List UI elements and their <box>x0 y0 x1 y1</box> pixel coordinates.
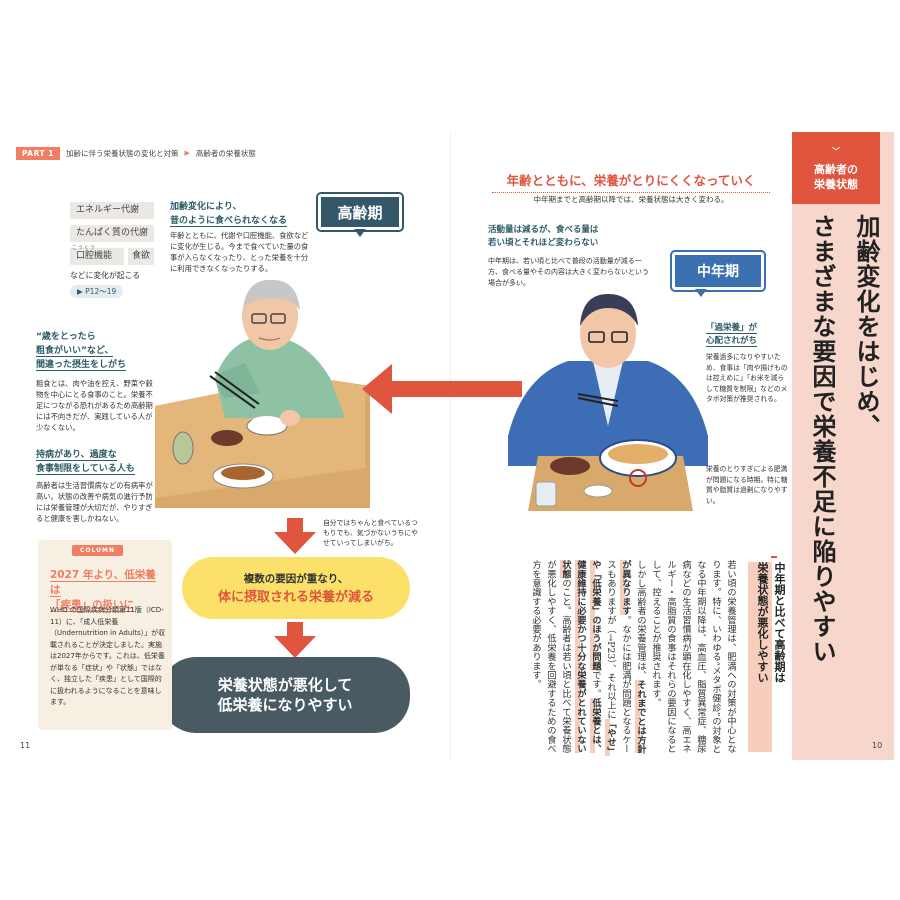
aging-heading-line2: 昔のように食べられなくなる <box>170 216 288 227</box>
tag-protein: たんぱく質の代謝 <box>70 225 154 242</box>
main-heading-line2: さまざまな要因で栄養不足に陥りやすい <box>808 214 836 664</box>
overeating-heading-line1: 「過栄養」が <box>706 323 758 334</box>
chronic-disease-heading: 持病があり、過度な 食事制限をしている人も <box>36 448 135 476</box>
coarse-diet-heading-line1: “歳をとったら <box>36 332 96 342</box>
chronic-disease-text: 高齢者は生活習慣病などの有病率が高い。状態の改善や病気の進行予防には栄養管理が大… <box>36 481 153 523</box>
column-box <box>38 540 172 730</box>
main-heading: 加齢変化をはじめ、 さまざまな要因で栄養不足に陥りやすい <box>798 214 888 694</box>
column-badge: COLUMN <box>72 545 123 556</box>
body-p2-e: です。 <box>590 670 601 699</box>
oral-ruby: こうくう <box>72 245 96 251</box>
tags-caption: などに変化が起こる <box>70 271 141 280</box>
right-page-title: 年齢とともに、栄養がとりにくくなっていく <box>492 170 770 193</box>
aging-heading: 加齢変化により、 昔のように食べられなくなる <box>170 200 288 228</box>
page-reference[interactable]: ▶ P12〜19 <box>70 285 124 298</box>
column-title-line2: 「疾患」の扱いに <box>50 599 134 612</box>
page-gutter <box>450 132 451 760</box>
overeating-heading-line2: 心配されがち <box>706 336 758 347</box>
side-band <box>792 132 894 760</box>
coarse-diet-heading: “歳をとったら 粗食がいい”など、 間違った摂生をしがち <box>36 330 127 372</box>
weight-loss-note: 自分ではちゃんと食べているつもりでも、気づかないうちにやせていってしまいがち。 <box>323 519 418 547</box>
breadcrumb-section: 加齢に伴う栄養状態の変化と対策 <box>66 148 179 158</box>
coarse-diet-heading-line3: 間違った摂生をしがち <box>36 360 127 371</box>
down-arrow-icon <box>274 518 316 554</box>
down-arrow-icon <box>274 622 316 658</box>
subheading-bar <box>771 556 777 558</box>
right-page-subtitle: 中年期までと高齢期以降では、栄養状態は大きく変わる。 <box>533 195 729 204</box>
breadcrumb: PART 1 加齢に伴う栄養状態の変化と対策 ▶ 高齢者の栄養状態 <box>16 146 256 160</box>
undernutrition-line2: 低栄養になりやすい <box>217 696 353 714</box>
coarse-diet-text: 粗食とは、肉や油を控え、野菜や穀物を中心にとる食事のこと。栄養不足につながる恐れ… <box>36 379 153 432</box>
aging-text: 年齢とともに、代謝や口腔機能、食欲などに変化が生じる。今まで食べていた量の食事が… <box>170 231 309 273</box>
section-tab-line1: 高齢者の <box>814 163 858 176</box>
body-paragraph-2: しかし高齢者の栄養管理は、それまでとは方針が異なります。なかには肥満が問題となる… <box>528 560 648 756</box>
body-text: 若い頃の栄養管理は、肥満への対策が中心となります。特に、いわゆる“メタボ健診”の… <box>486 560 738 756</box>
elderly-label: 高齢期 <box>318 194 402 237</box>
page-reference-label: P12〜19 <box>85 287 117 296</box>
tag-appetite: 食欲 <box>128 248 154 265</box>
body-p2-a: しかし高齢者の栄養管理は、 <box>635 560 646 680</box>
body-subheading-line1: 中年期と比べて高齢期は <box>773 562 786 683</box>
tag-oral-label: 口腔機能 <box>76 251 113 261</box>
multiple-factors-line2: 体に摂取される栄養が減る <box>217 590 374 605</box>
multiple-factors-pill: 複数の要因が重なり、 体に摂取される栄養が減る <box>182 557 410 619</box>
coarse-diet-heading-line2: 粗食がいい”など、 <box>36 346 114 357</box>
chevron-down-icon: ﹀ <box>832 147 840 156</box>
aging-heading-line1: 加齢変化により、 <box>170 202 242 212</box>
activity-text: 中年期は、若い頃と比べて普段の活動量が減る一方、食べる量やその内容は大きく変わら… <box>488 257 649 287</box>
column-title-line1: 2027 年より、低栄養は <box>50 569 156 597</box>
multiple-factors-line1: 複数の要因が重なり、 <box>243 573 349 585</box>
tag-oral: こうくう 口腔機能 <box>70 245 124 265</box>
body-paragraph-1: 若い頃の栄養管理は、肥満への対策が中心となります。特に、いわゆる“メタボ健診”の… <box>650 560 736 754</box>
column-text: WHO の国際疾病分類第11版（ICD-11）に、「成人低栄養（Undernut… <box>50 606 166 706</box>
section-tab-line2: 栄養状態 <box>814 178 858 191</box>
body-subheading-line2: 栄養状態が悪化しやすい <box>756 562 769 683</box>
column-title: 2027 年より、低栄養は 「疾患」の扱いに <box>50 568 165 613</box>
undernutrition-line1: 栄養状態が悪化して <box>217 676 353 694</box>
part-badge: PART 1 <box>16 146 60 160</box>
section-tab: ﹀ 高齢者の 栄養状態 <box>792 132 880 204</box>
chronic-disease-heading-line2: 食事制限をしている人も <box>36 464 135 475</box>
overeating-heading: 「過栄養」が 心配されがち <box>706 322 758 348</box>
body-subheading: 中年期と比べて高齢期は 栄養状態が悪化しやすい <box>748 562 788 752</box>
main-heading-line1: 加齢変化をはじめ、 <box>852 214 880 439</box>
body-p2-g: のこと。高齢者は若い頃と比べて栄養状態が悪化しやすく、低栄養を回避するための食べ… <box>530 560 571 754</box>
undernutrition-pill: 栄養状態が悪化して 低栄養になりやすい <box>160 657 410 733</box>
tag-energy: エネルギー代謝 <box>70 202 154 219</box>
breadcrumb-current: 高齢者の栄養状態 <box>195 148 256 158</box>
activity-heading-line1: 活動量は減るが、食べる量は <box>488 225 599 235</box>
elderly-man-eating-illustration <box>155 279 370 508</box>
activity-heading: 活動量は減るが、食べる量は 若い頃とそれほど変わらない <box>488 224 598 250</box>
triangle-right-icon: ▶ <box>184 149 190 157</box>
middle-age-label: 中年期 <box>672 252 764 297</box>
body-p2-c: 。なかには肥満が問題となるケースもありますが（→P23）、それ以上に <box>605 560 631 754</box>
metabo-note: 栄養のとりすぎによる肥満が問題になる時期。特に糖質や脂質は過剰になりやすい。 <box>706 465 788 505</box>
overeating-text: 栄養過多になりやすいため、食事は「肉や揚げものは控えめに」「お米を減らして糖質を… <box>706 353 788 403</box>
chronic-disease-heading-line1: 持病があり、過度な <box>36 450 117 461</box>
page-number-left: 11 <box>20 741 31 750</box>
middle-aged-man-eating-illustration <box>508 294 708 511</box>
activity-heading-line2: 若い頃とそれほど変わらない <box>488 238 599 248</box>
left-arrow-icon <box>362 364 522 414</box>
reference-arrow-icon: ▶ <box>77 287 86 296</box>
page-number-right: 10 <box>872 741 883 750</box>
